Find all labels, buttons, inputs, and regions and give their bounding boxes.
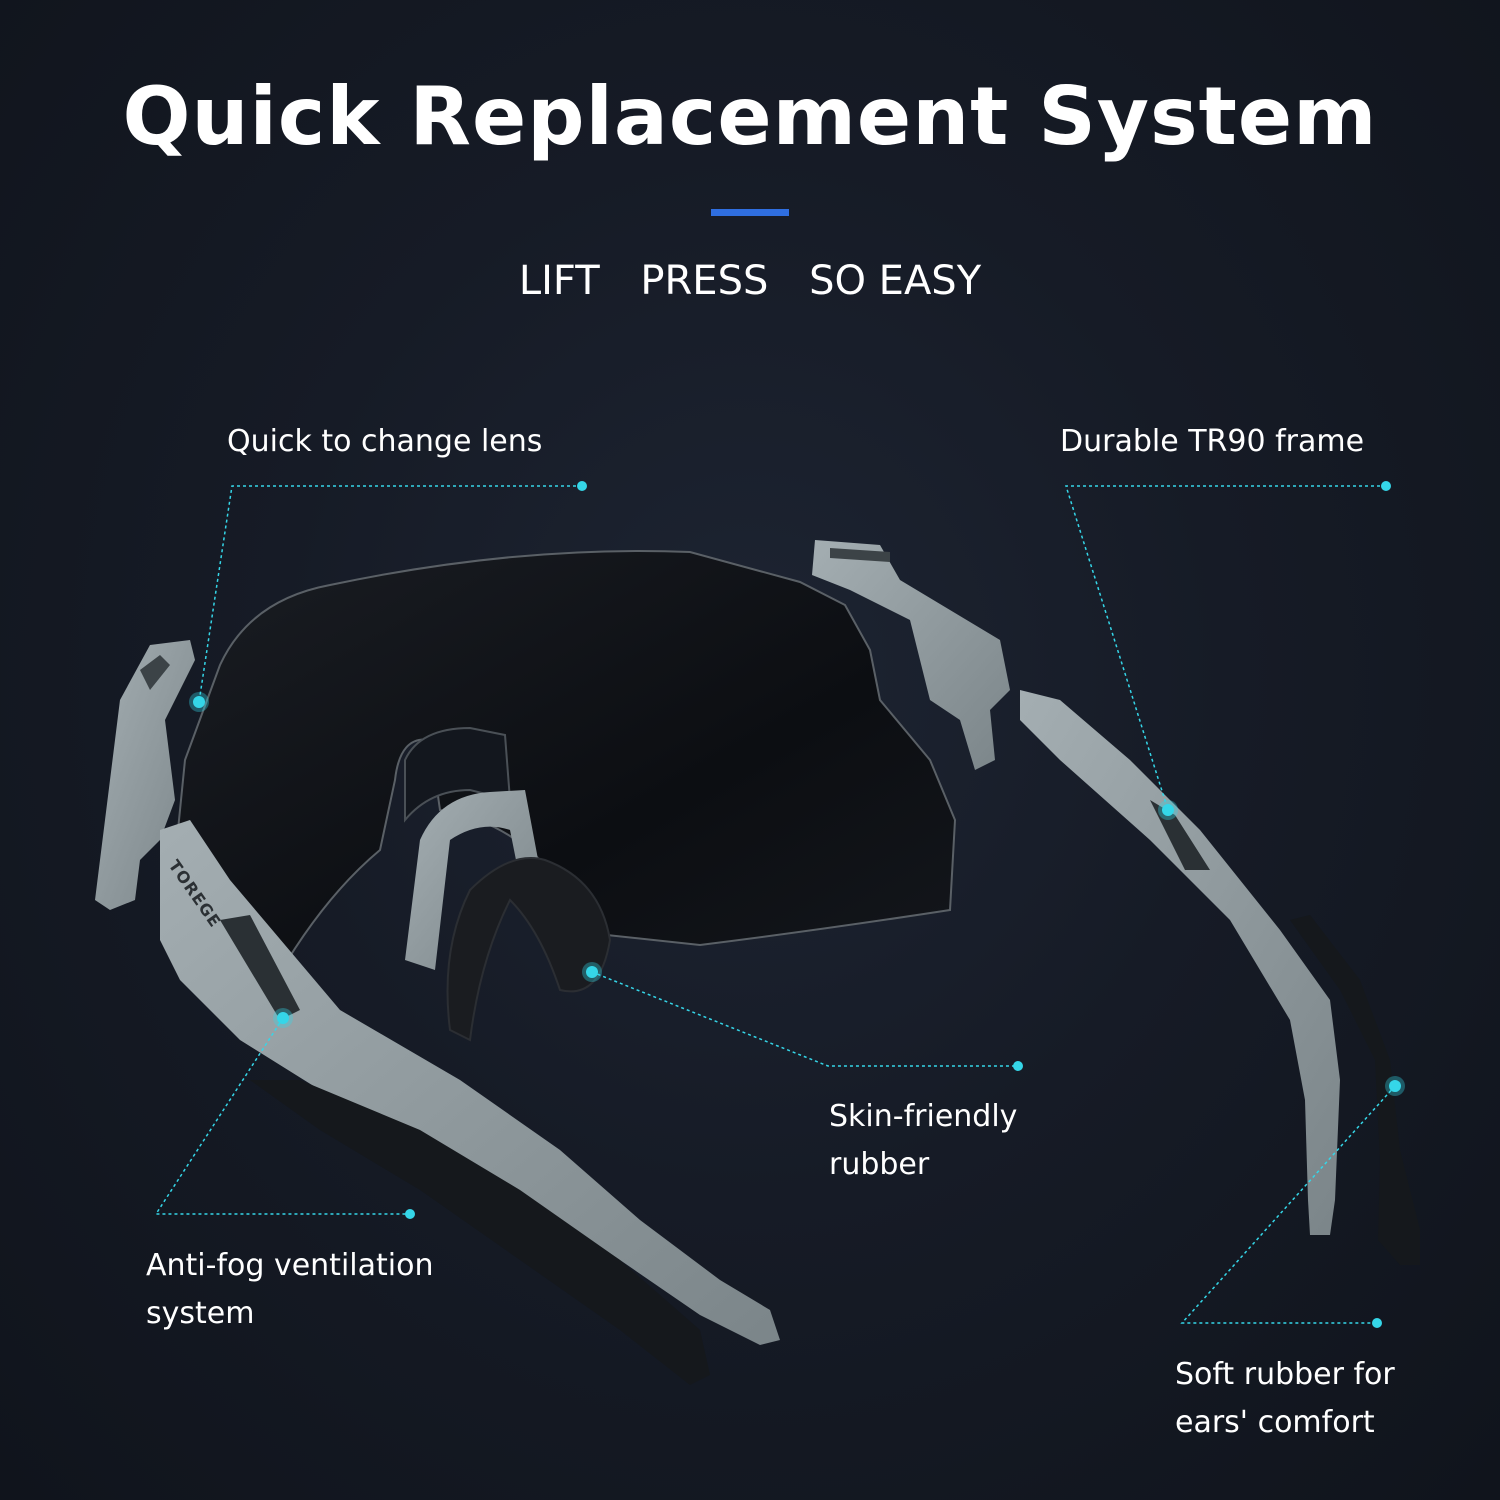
left-hinge <box>95 640 195 910</box>
nose-pad-frame <box>405 790 540 970</box>
page-title: Quick Replacement System <box>122 70 1378 163</box>
nose-cutout <box>404 726 512 823</box>
rubber-nose-pad <box>446 857 612 1042</box>
lens-shape <box>173 549 957 992</box>
marker-frame-end <box>1381 481 1391 491</box>
callout-ventilation: Anti-fog ventilation system <box>146 1242 433 1338</box>
callout-rubber-line-1: Skin-friendly <box>829 1099 1018 1134</box>
steps-subtitle: LIFT PRESS SO EASY <box>0 258 1500 304</box>
callout-ventilation-line-1: Anti-fog ventilation <box>146 1248 434 1283</box>
lens-callout-line <box>198 485 582 703</box>
right-temple-arm <box>1020 690 1340 1235</box>
marker-lens-end <box>577 481 587 491</box>
right-hinge <box>812 540 1010 770</box>
callout-rubber: Skin-friendly rubber <box>829 1093 1017 1189</box>
marker-rubber-end <box>1013 1061 1023 1071</box>
callout-frame-line-1: Durable TR90 frame <box>1060 424 1365 459</box>
left-temple-arm <box>160 820 780 1345</box>
step-press: PRESS <box>640 258 769 304</box>
callout-ears-line-2: ears' comfort <box>1175 1405 1375 1440</box>
left-vent-slot <box>220 915 300 1020</box>
rubber-callout-line <box>591 971 1018 1067</box>
callout-ears: Soft rubber for ears' comfort <box>1175 1351 1395 1447</box>
marker-ears-end <box>1372 1318 1382 1328</box>
callout-lens: Quick to change lens <box>227 418 542 466</box>
left-hinge-slot <box>140 655 170 690</box>
callout-rubber-line-2: rubber <box>829 1147 930 1182</box>
vent-callout-line <box>154 1017 410 1215</box>
ears-callout-line <box>1180 1085 1396 1324</box>
step-so-easy: SO EASY <box>809 258 982 304</box>
step-lift: LIFT <box>518 258 600 304</box>
frame-callout-line <box>1064 485 1386 811</box>
callout-markers <box>189 481 1405 1328</box>
title-accent-bar <box>711 209 789 216</box>
callout-lines <box>154 485 1396 1324</box>
right-vent-slot <box>1150 800 1210 870</box>
callout-frame: Durable TR90 frame <box>1060 418 1364 466</box>
left-rubber-tip <box>250 1080 710 1385</box>
right-hinge-slot <box>830 548 890 562</box>
callout-lens-line-1: Quick to change lens <box>227 424 543 459</box>
callout-ears-line-1: Soft rubber for <box>1175 1357 1395 1392</box>
callout-ventilation-line-2: system <box>146 1296 255 1331</box>
right-rubber-tip <box>1290 915 1420 1265</box>
marker-vent-end <box>405 1209 415 1219</box>
